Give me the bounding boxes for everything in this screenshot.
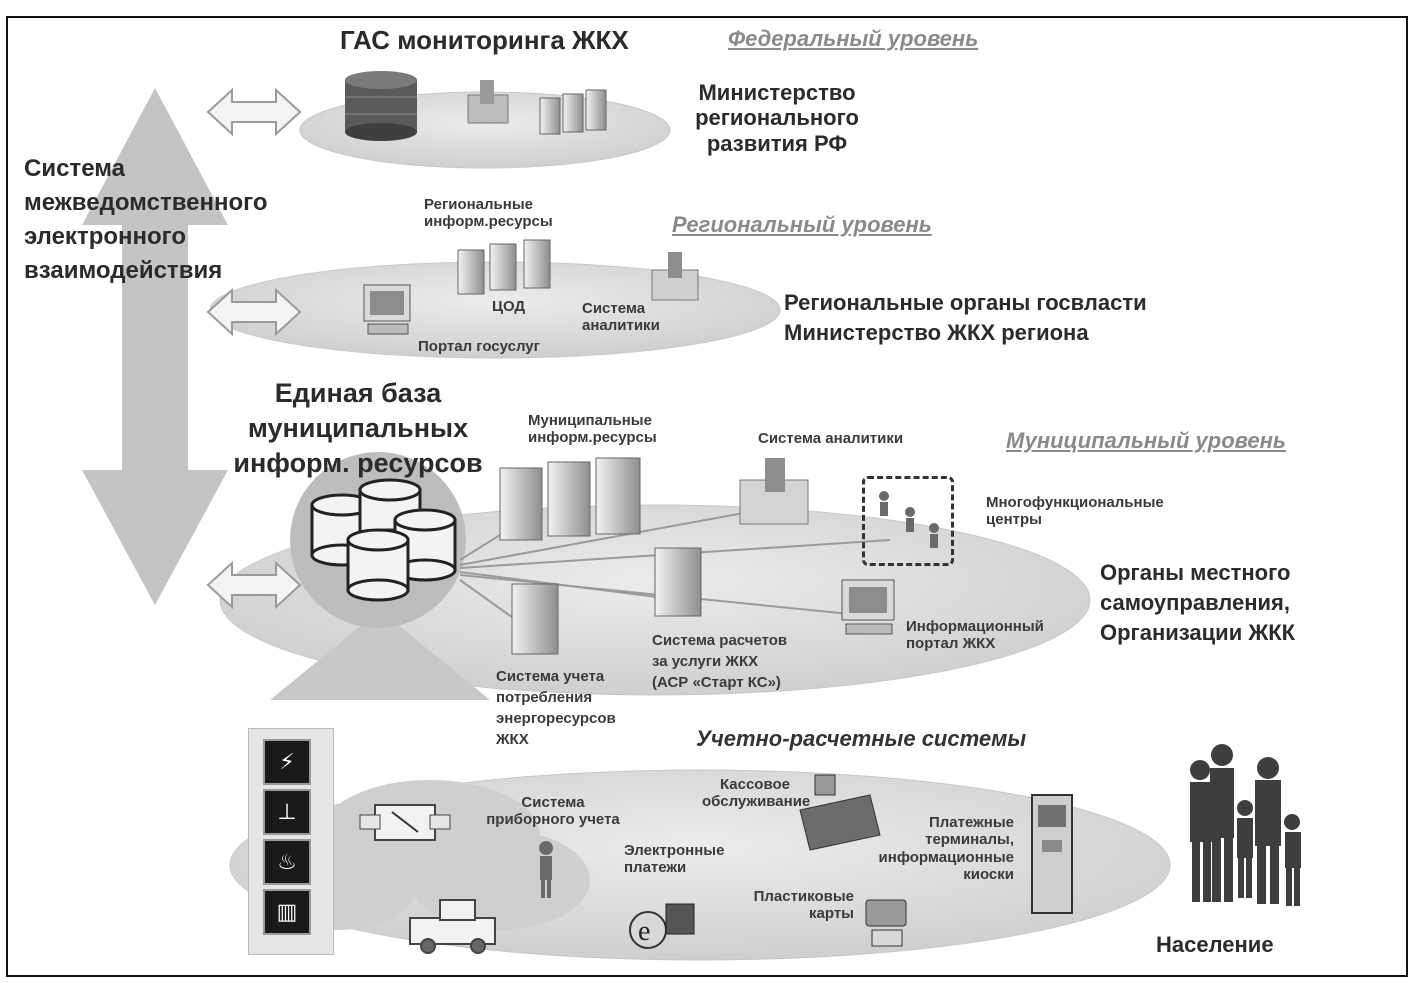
municipal-db-title: Единая база муниципальных информ. ресурс… [233,378,483,478]
local-gov-label: Органы местного самоуправления, Организа… [1100,560,1296,645]
billing-system-label: Система расчетов за услуги ЖКХ (АСР «Ста… [652,632,788,691]
mfc-dashed-box [862,476,954,566]
database-icon [310,478,457,602]
cash-service-label: Кассовое обслуживание [702,776,811,811]
regional-level-label: Региональный уровень [672,212,932,237]
gas-icon: ♨ [263,839,311,885]
epay-label: Электронные платежи [624,842,725,877]
utilities-panel: ⚡ ⊥ ♨ ▥ [248,728,334,955]
terminals-label: Платежные терминалы, информационные киос… [878,814,1014,883]
card-icon [865,899,907,947]
federal-level-label: Федеральный уровень [728,26,979,51]
computer-icon [363,284,411,335]
meter-icon [359,804,451,841]
radiator-icon: ▥ [263,889,311,935]
analytics-icon [467,80,509,124]
metering-system-label: Система приборного учета [486,794,620,829]
cod-label: ЦОД [492,298,526,315]
regional-resources-label: Региональные информ.ресурсы [424,196,553,231]
population-label: Население [1156,932,1274,957]
accounting-level-label: Учетно-расчетные системы [696,726,1027,751]
energy-metering-label: Система учета потребления энергоресурсов… [496,668,616,748]
ministry-label: Министерство регионального развития РФ [695,80,859,156]
vertical-double-arrow [82,88,228,605]
truck-icon [409,899,496,954]
municipal-level-label: Муниципальный уровень [1006,428,1286,453]
regional-authorities-label: Региональные органы госвласти Министерст… [784,290,1147,345]
people-icon [1190,744,1301,906]
database-pedestal [270,610,490,700]
worker-icon [539,841,553,898]
double-arrow-icon [206,87,302,610]
people-icon [879,491,939,548]
analytics-icon [651,252,699,301]
page-title: ГАС мониторинга ЖКХ [340,25,629,55]
regional-analytics-label: Система аналитики [582,300,660,335]
cards-label: Пластиковые карты [753,888,854,923]
server-icon [457,239,551,295]
server-icon [499,457,702,655]
database-icon [345,71,417,141]
analytics-icon [739,458,809,525]
server-icon [539,89,607,135]
internet-icon: e [629,903,695,949]
electricity-icon: ⚡ [263,739,311,785]
mfc-label: Многофункциональные центры [986,494,1164,529]
computer-icon [841,579,895,635]
housing-portal-label: Информационный портал ЖКХ [906,618,1044,653]
water-tap-icon: ⊥ [263,789,311,835]
municipal-resources-label: Муниципальные информ.ресурсы [528,412,657,447]
municipal-analytics-label: Система аналитики [758,430,904,447]
kiosk-icon [1031,794,1073,914]
cash-register-icon [799,774,881,851]
svg-text:e: e [638,916,650,947]
system-label: Система межведомственного электронного в… [24,155,268,284]
gov-portal-label: Портал госуслуг [418,338,540,355]
